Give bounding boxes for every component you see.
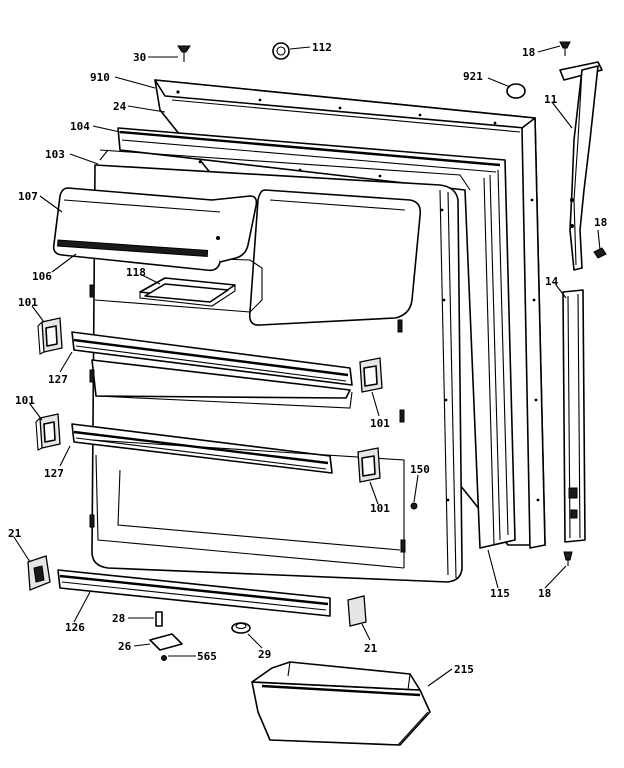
door-bin-215 — [251, 661, 431, 746]
label-11: 11 — [544, 93, 558, 106]
label-103: 103 — [45, 148, 65, 161]
label-910: 910 — [90, 71, 110, 84]
plug-112 — [272, 42, 290, 60]
screw-18-middle — [593, 247, 607, 259]
label-150: 150 — [410, 463, 430, 476]
screw-565 — [161, 655, 167, 661]
shelf-bracket-right-upper — [359, 357, 383, 393]
label-28: 28 — [112, 612, 125, 625]
label-112: 112 — [312, 41, 332, 54]
label-104: 104 — [70, 120, 90, 133]
label-215: 215 — [454, 663, 474, 676]
label-101-a: 101 — [18, 296, 38, 309]
egg-tray — [139, 277, 236, 307]
screw-18-top — [559, 41, 571, 56]
label-115: 115 — [490, 587, 510, 600]
shelf-bracket-left-upper — [37, 317, 63, 355]
label-18-top: 18 — [522, 46, 535, 59]
leader-lines — [13, 45, 601, 687]
label-14: 14 — [545, 275, 559, 288]
label-24: 24 — [113, 100, 127, 113]
label-30: 30 — [133, 51, 146, 64]
liner-side-rails — [397, 319, 406, 553]
screw-150 — [410, 502, 418, 510]
label-101-d: 101 — [370, 502, 390, 515]
bracket-26 — [149, 633, 183, 651]
label-106: 106 — [32, 270, 52, 283]
bumper-29 — [231, 622, 251, 634]
label-118: 118 — [126, 266, 146, 279]
label-18-bottom: 18 — [538, 587, 551, 600]
door-shelf-upper — [71, 331, 353, 409]
label-21-a: 21 — [8, 527, 22, 540]
end-cap-left — [27, 555, 51, 591]
bottom-shelf-retainer — [57, 569, 331, 617]
label-127-a: 127 — [48, 373, 68, 386]
label-107: 107 — [18, 190, 38, 203]
cap-921 — [506, 83, 526, 99]
door-shelf-lower — [71, 423, 405, 569]
end-cap-right — [347, 595, 367, 627]
label-127-b: 127 — [44, 467, 64, 480]
label-26: 26 — [118, 640, 132, 653]
label-126: 126 — [65, 621, 85, 634]
dairy-compartment-door — [52, 187, 258, 272]
label-921: 921 — [463, 70, 483, 83]
door-stop-strip — [562, 289, 586, 543]
screw-30 — [177, 45, 191, 62]
door-gasket — [117, 127, 516, 549]
label-101-c: 101 — [370, 417, 390, 430]
part-labels: 30 112 18 910 921 24 11 104 103 107 18 1… — [8, 41, 607, 676]
shelf-bracket-left-lower — [35, 413, 61, 451]
label-21-b: 21 — [364, 642, 378, 655]
label-101-b: 101 — [15, 394, 35, 407]
label-565: 565 — [197, 650, 217, 663]
clip-28 — [155, 611, 163, 627]
upper-hinge — [559, 61, 603, 271]
label-18-middle: 18 — [594, 216, 607, 229]
shelf-bracket-right-lower — [357, 447, 381, 483]
screw-18-bottom — [563, 551, 573, 566]
upper-liner-recess — [248, 189, 422, 326]
label-29: 29 — [258, 648, 271, 661]
